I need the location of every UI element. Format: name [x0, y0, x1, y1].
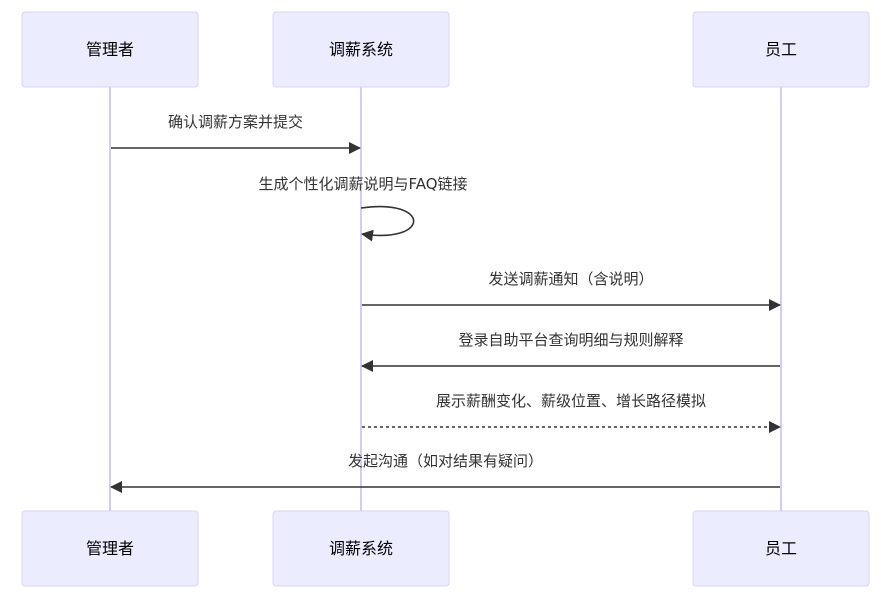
message-6: 发起沟通（如对结果有疑问） [110, 452, 780, 493]
actor-box [21, 11, 199, 88]
message-3: 发送调薪通知（含说明） [362, 270, 781, 311]
actor-label: 管理者 [86, 539, 134, 558]
actor-label: 管理者 [86, 40, 134, 59]
actor-box [692, 11, 870, 88]
actor-box [272, 11, 450, 88]
actor-system-bottom[interactable]: 调薪系统 [272, 510, 450, 587]
actor-box [272, 510, 450, 587]
self-loop-arrow [360, 205, 415, 242]
message-4: 登录自助平台查询明细与规则解释 [361, 331, 780, 372]
actor-box [21, 510, 199, 587]
actor-admin-top[interactable]: 管理者 [21, 11, 199, 88]
message-label: 生成个性化调薪说明与FAQ链接 [258, 175, 467, 193]
message-1: 确认调薪方案并提交 [111, 113, 361, 154]
message-5: 展示薪酬变化、薪级位置、增长路径模拟 [362, 392, 781, 433]
actor-label: 调薪系统 [329, 539, 393, 558]
actor-label: 员工 [765, 40, 797, 59]
actor-employee-bottom[interactable]: 员工 [692, 510, 870, 587]
message-label: 发起沟通（如对结果有疑问） [348, 452, 543, 470]
actor-system-top[interactable]: 调薪系统 [272, 11, 450, 88]
actor-label: 调薪系统 [329, 40, 393, 59]
message-label: 发送调薪通知（含说明） [488, 270, 653, 288]
message-label: 登录自助平台查询明细与规则解释 [458, 331, 683, 349]
actor-employee-top[interactable]: 员工 [692, 11, 870, 88]
actor-admin-bottom[interactable]: 管理者 [21, 510, 199, 587]
message-label: 展示薪酬变化、薪级位置、增长路径模拟 [436, 392, 706, 410]
actor-box [692, 510, 870, 587]
message-2: 生成个性化调薪说明与FAQ链接 [258, 175, 468, 242]
actor-label: 员工 [765, 539, 797, 558]
message-label: 确认调薪方案并提交 [168, 113, 303, 131]
